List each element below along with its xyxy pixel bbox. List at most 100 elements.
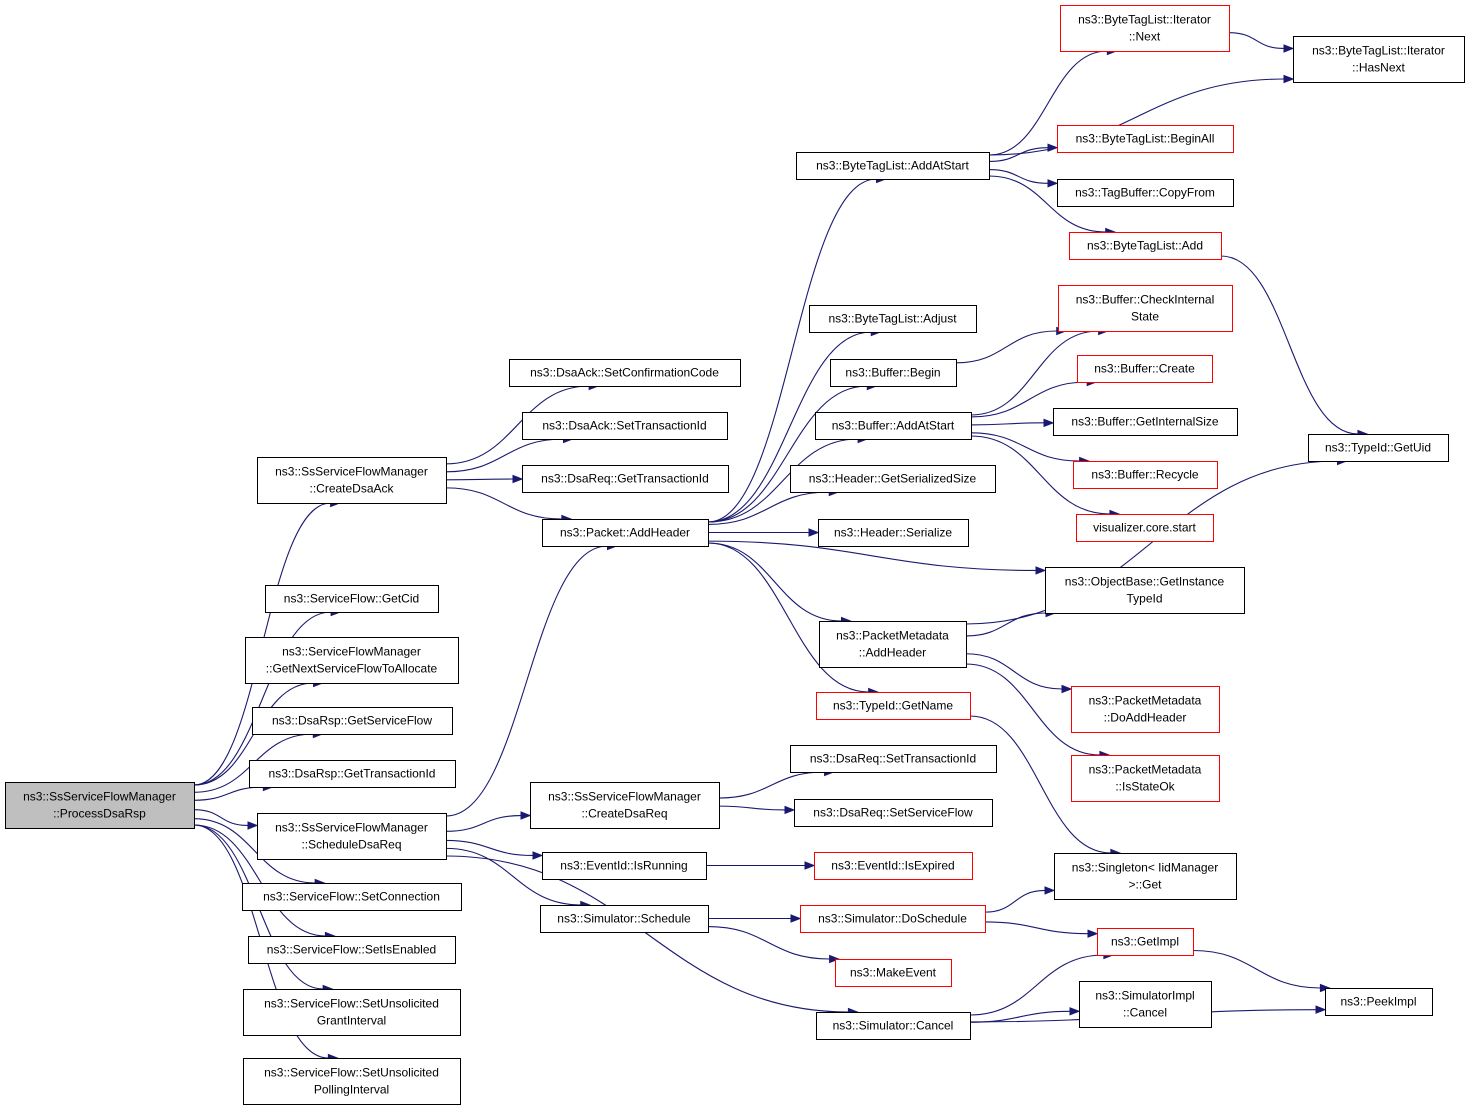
node-btl-iter-has-next[interactable]: ns3::ByteTagList::Iterator::HasNext (1293, 36, 1465, 83)
node-box (1054, 853, 1237, 900)
node-tb-copy-from[interactable]: ns3::TagBuffer::CopyFrom (1057, 179, 1234, 207)
node-pm-add-header[interactable]: ns3::PacketMetadata::AddHeader (819, 621, 967, 668)
node-label: TypeId (1126, 592, 1162, 606)
node-viz-core-start[interactable]: visualizer.core.start (1076, 514, 1214, 542)
node-label: ns3::Buffer::Begin (845, 366, 940, 380)
node-tid-get-name[interactable]: ns3::TypeId::GetName (816, 692, 971, 720)
node-box (542, 519, 709, 547)
node-btl-adjust[interactable]: ns3::ByteTagList::Adjust (809, 305, 977, 333)
node-event-is-running[interactable]: ns3::EventId::IsRunning (542, 852, 707, 880)
edge-sim-do-schedule-to-get-impl (984, 921, 1089, 935)
node-box (522, 412, 728, 440)
node-box (1053, 408, 1238, 436)
edge-buf-add-at-start-to-buf-get-internal-size (970, 422, 1045, 426)
node-get-next-sf[interactable]: ns3::ServiceFlowManager::GetNextServiceF… (245, 637, 459, 684)
node-label: ns3::Buffer::CheckInternal (1076, 293, 1215, 307)
node-dsa-req-get-tid[interactable]: ns3::DsaReq::GetTransactionId (522, 465, 729, 493)
node-make-event[interactable]: ns3::MakeEvent (835, 959, 952, 987)
node-dsa-rsp-get-tid[interactable]: ns3::DsaRsp::GetTransactionId (249, 760, 456, 788)
node-hdr-serialize[interactable]: ns3::Header::Serialize (818, 519, 969, 547)
node-label: ns3::ByteTagList::BeginAll (1076, 132, 1215, 146)
node-box (1057, 179, 1234, 207)
edge-btl-add-to-tid-get-uid (1220, 255, 1358, 435)
node-btl-iter-next[interactable]: ns3::ByteTagList::Iterator::Next (1060, 5, 1230, 52)
node-box (522, 465, 729, 493)
node-label: ::CreateDsaReq (581, 807, 667, 821)
node-label: ns3::SimulatorImpl (1095, 989, 1194, 1003)
node-btl-begin-all[interactable]: ns3::ByteTagList::BeginAll (1057, 125, 1234, 153)
node-get-cid[interactable]: ns3::ServiceFlow::GetCid (265, 585, 439, 613)
node-sf-set-upi[interactable]: ns3::ServiceFlow::SetUnsolicitedPollingI… (243, 1058, 461, 1105)
edge-btl-add-at-start-to-btl-add (988, 175, 1106, 233)
node-box (249, 760, 456, 788)
node-dsa-ack-set-conf[interactable]: ns3::DsaAck::SetConfirmationCode (509, 359, 741, 387)
node-box (1069, 232, 1222, 260)
node-label: ns3::SsServiceFlowManager (275, 465, 428, 479)
node-label: visualizer.core.start (1093, 521, 1196, 535)
node-label: ::CreateDsaAck (309, 482, 394, 496)
node-label: ns3::ByteTagList::Iterator (1312, 44, 1445, 58)
node-buf-create[interactable]: ns3::Buffer::Create (1077, 355, 1213, 383)
node-buf-begin[interactable]: ns3::Buffer::Begin (830, 359, 957, 387)
node-dsa-req-set-sf[interactable]: ns3::DsaReq::SetServiceFlow (794, 799, 993, 827)
node-buf-add-at-start[interactable]: ns3::Buffer::AddAtStart (815, 412, 972, 440)
node-btl-add-at-start[interactable]: ns3::ByteTagList::AddAtStart (796, 152, 990, 180)
node-dsa-req-set-tid[interactable]: ns3::DsaReq::SetTransactionId (790, 745, 997, 773)
node-dsa-ack-set-tid[interactable]: ns3::DsaAck::SetTransactionId (522, 412, 728, 440)
edge-root-to-sf-set-connection (193, 818, 316, 884)
node-dsa-rsp-get-sf[interactable]: ns3::DsaRsp::GetServiceFlow (252, 707, 453, 735)
node-sf-set-ugi[interactable]: ns3::ServiceFlow::SetUnsolicitedGrantInt… (243, 989, 461, 1036)
node-sim-cancel[interactable]: ns3::Simulator::Cancel (816, 1012, 971, 1040)
node-event-is-expired[interactable]: ns3::EventId::IsExpired (814, 852, 973, 880)
edge-packet-add-header-to-btl-adjust (707, 331, 872, 523)
node-hdr-get-ss[interactable]: ns3::Header::GetSerializedSize (790, 465, 996, 493)
edge-buf-add-at-start-to-viz-core-start (970, 435, 1110, 515)
node-label: ns3::DsaReq::GetTransactionId (541, 472, 709, 486)
node-singleton-get[interactable]: ns3::Singleton< IidManager >::Get (1054, 853, 1237, 900)
edge-pm-add-header-to-ob-get-instance-tid (965, 612, 1047, 637)
node-box (1077, 355, 1213, 383)
arrowhead-hdr-serialize (808, 528, 820, 537)
node-label: ns3::Simulator::Cancel (833, 1019, 954, 1033)
node-sf-set-is-enabled[interactable]: ns3::ServiceFlow::SetIsEnabled (248, 936, 456, 964)
node-btl-add[interactable]: ns3::ByteTagList::Add (1069, 232, 1222, 260)
node-get-impl[interactable]: ns3::GetImpl (1097, 928, 1194, 956)
node-box (1060, 5, 1230, 52)
node-box (5, 782, 195, 829)
edge-buf-add-at-start-to-buf-check-internal (970, 330, 1099, 416)
node-label: ns3::Header::Serialize (834, 526, 952, 540)
node-schedule-dsa-req[interactable]: ns3::SsServiceFlowManager::ScheduleDsaRe… (257, 813, 447, 860)
node-pm-is-state-ok[interactable]: ns3::PacketMetadata::IsStateOk (1071, 755, 1220, 802)
arrowhead-dsa-req-get-tid (512, 474, 524, 484)
edge-create-dsa-req-to-dsa-req-set-sf (718, 805, 786, 811)
node-buf-get-internal-size[interactable]: ns3::Buffer::GetInternalSize (1053, 408, 1238, 436)
edge-btl-add-at-start-to-btl-iter-has-next (988, 78, 1285, 156)
arrowhead-singleton-get (1044, 886, 1056, 895)
edge-btl-add-at-start-to-tb-copy-from (988, 169, 1049, 184)
edge-btl-add-at-start-to-btl-iter-next (988, 50, 1108, 156)
arrowhead-buf-get-internal-size (1043, 418, 1055, 428)
node-create-dsa-req[interactable]: ns3::SsServiceFlowManager::CreateDsaReq (530, 782, 720, 829)
node-sim-do-schedule[interactable]: ns3::Simulator::DoSchedule (800, 905, 986, 933)
node-box (818, 519, 969, 547)
nodes-layer: ns3::SsServiceFlowManager::ProcessDsaRsp… (5, 5, 1465, 1105)
node-peek-impl[interactable]: ns3::PeekImpl (1325, 988, 1433, 1016)
edge-root-to-get-cid (193, 611, 332, 786)
node-sf-set-connection[interactable]: ns3::ServiceFlow::SetConnection (242, 883, 462, 911)
edge-sim-cancel-to-get-impl (969, 954, 1104, 1016)
node-packet-add-header[interactable]: ns3::Packet::AddHeader (542, 519, 709, 547)
node-label: ::Cancel (1123, 1006, 1167, 1020)
node-buf-recycle[interactable]: ns3::Buffer::Recycle (1073, 461, 1218, 489)
node-pm-do-add-header[interactable]: ns3::PacketMetadata::DoAddHeader (1071, 686, 1220, 733)
node-tid-get-uid[interactable]: ns3::TypeId::GetUid (1308, 434, 1449, 462)
arrowhead-ob-get-instance-tid (1035, 566, 1047, 575)
node-create-dsa-ack[interactable]: ns3::SsServiceFlowManager::CreateDsaAck (257, 457, 447, 504)
edge-create-dsa-req-to-dsa-req-set-tid (718, 771, 825, 799)
node-box (1076, 514, 1214, 542)
node-box (265, 585, 439, 613)
node-sim-schedule[interactable]: ns3::Simulator::Schedule (540, 905, 709, 933)
node-sim-impl-cancel[interactable]: ns3::SimulatorImpl::Cancel (1079, 981, 1212, 1028)
node-label: ns3::DsaAck::SetTransactionId (542, 419, 706, 433)
